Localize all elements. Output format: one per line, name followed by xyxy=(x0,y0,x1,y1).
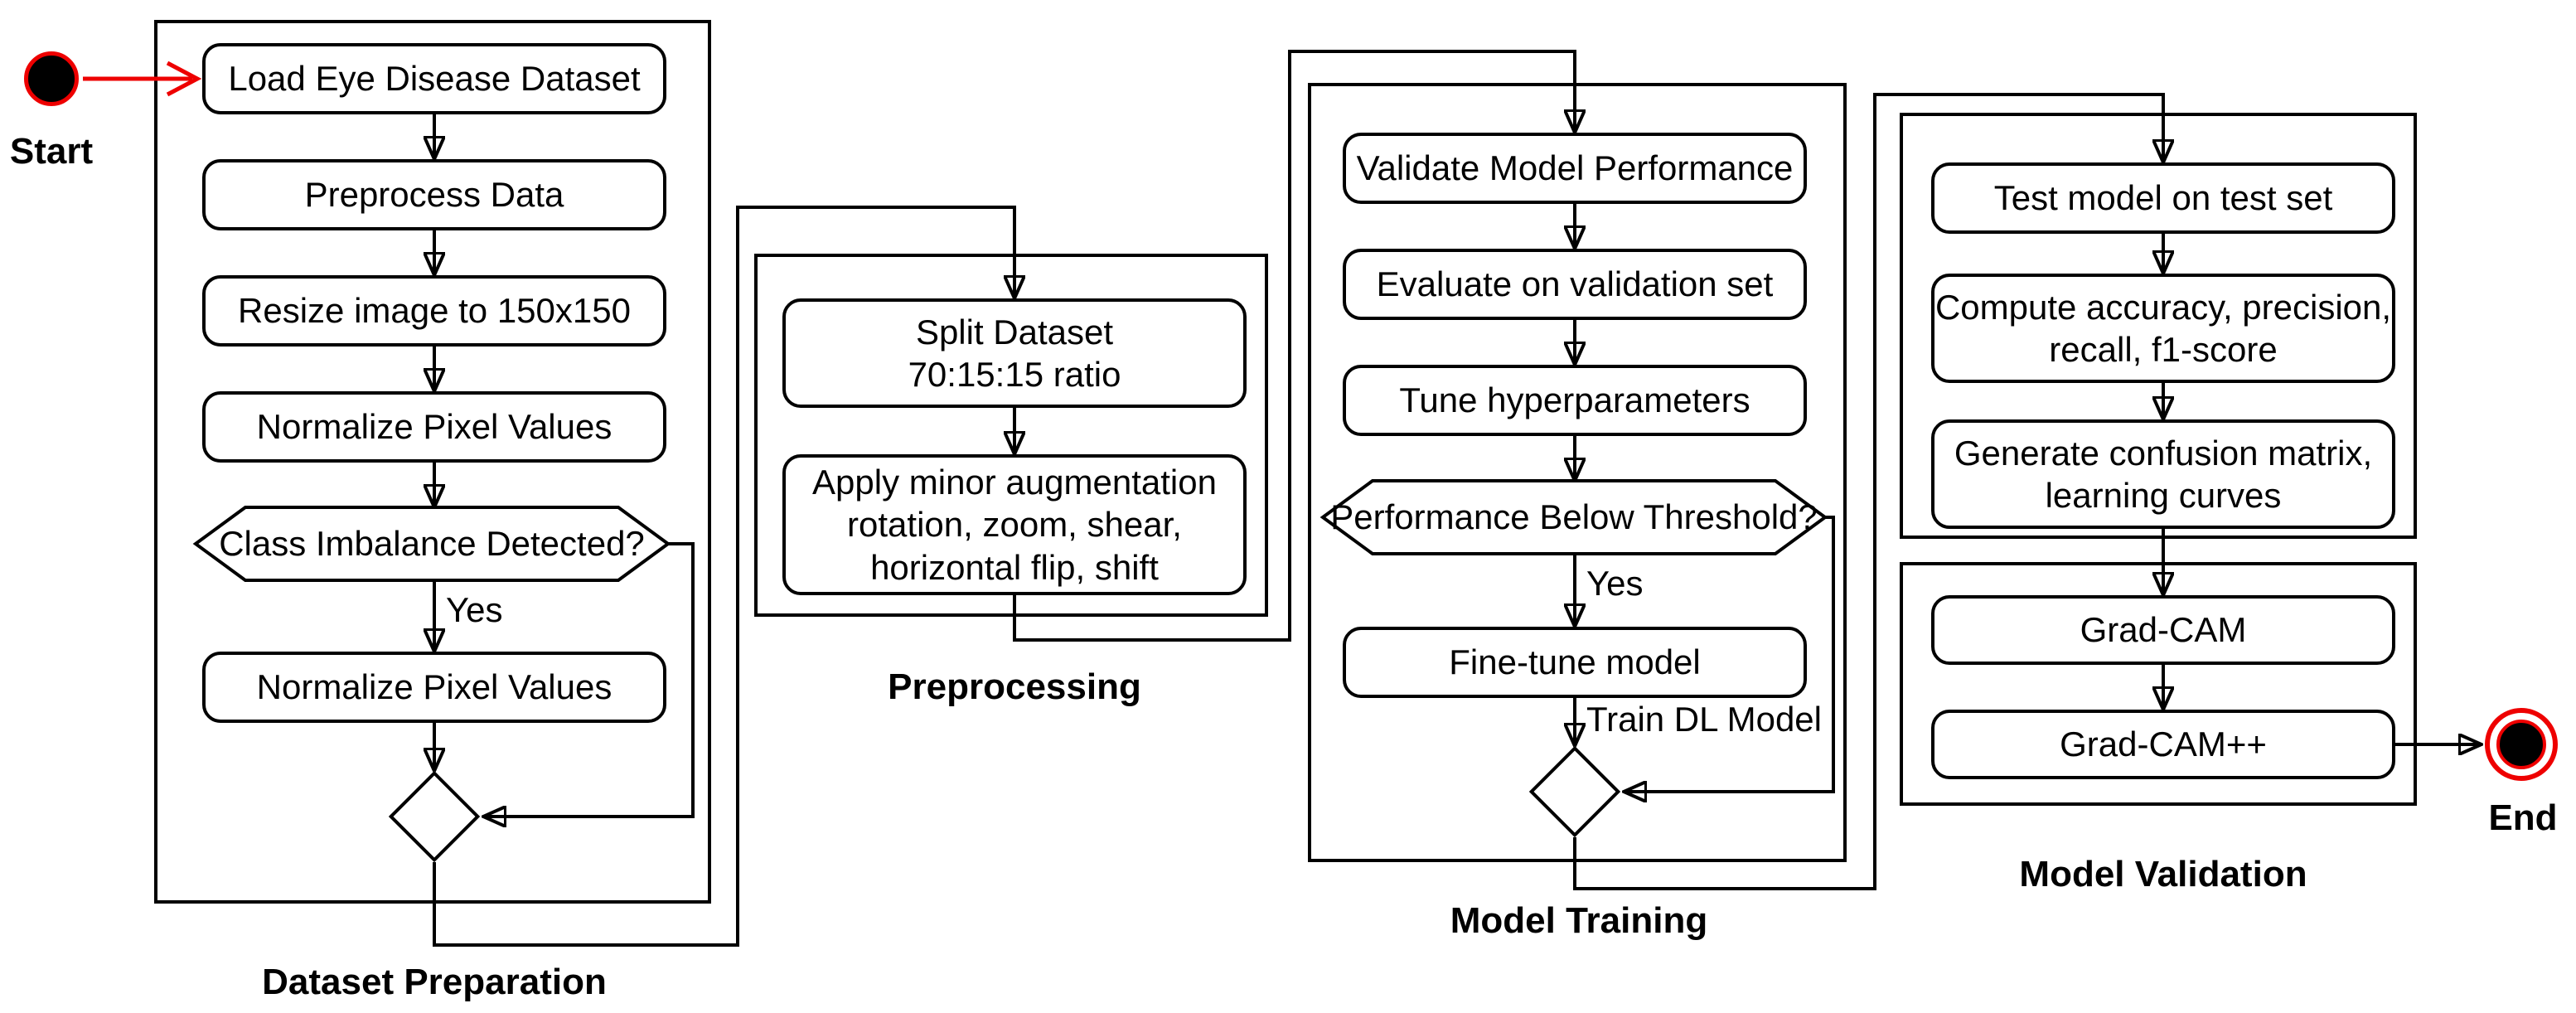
node-apply-augmentation: Apply minor augmentation rotation, zoom,… xyxy=(782,454,1247,595)
group-label-preprocessing: Preprocessing xyxy=(888,666,1141,707)
group-frame-model-training xyxy=(1308,83,1847,862)
hexagon-shape xyxy=(192,506,671,582)
node-split-dataset: Split Dataset 70:15:15 ratio xyxy=(782,298,1247,408)
node-load-eye-disease-dataset: Load Eye Disease Dataset xyxy=(202,43,666,114)
edge-imbalance-no-loop xyxy=(483,542,695,817)
node-preprocess-data: Preprocess Data xyxy=(202,159,666,230)
edge-merge-to-test xyxy=(1573,93,2163,890)
end-node-icon xyxy=(2496,720,2546,769)
group-label-model-validation: Model Validation xyxy=(2019,854,2307,894)
decision-label-class-imbalance: Class Imbalance Detected? xyxy=(219,524,645,563)
group-label-dataset-preparation: Dataset Preparation xyxy=(262,962,607,1002)
node-validate-model-performance: Validate Model Performance xyxy=(1343,133,1807,204)
decision-hexagon-performance-threshold xyxy=(1319,479,1828,555)
node-compute-metrics: Compute accuracy, precision, recall, f1-… xyxy=(1931,274,2395,383)
node-grad-cam: Grad-CAM xyxy=(1931,595,2395,665)
node-resize-image: Resize image to 150x150 xyxy=(202,275,666,347)
node-grad-cam-plus-plus: Grad-CAM++ xyxy=(1931,710,2395,779)
node-normalize-pixel-values-1: Normalize Pixel Values xyxy=(202,391,666,463)
group-frame-model-validation-upper xyxy=(1900,113,2417,539)
edge-threshold-no-loop xyxy=(1624,516,1835,792)
edge-merge-to-split xyxy=(433,206,1014,947)
node-generate-confusion-matrix: Generate confusion matrix, learning curv… xyxy=(1931,419,2395,529)
group-frame-preprocessing xyxy=(754,254,1268,617)
hexagon-shape xyxy=(1319,479,1828,555)
node-test-model: Test model on test set xyxy=(1931,162,2395,234)
node-fine-tune-model: Fine-tune model xyxy=(1343,627,1807,698)
group-frame-model-validation-lower xyxy=(1900,562,2417,806)
end-label: End xyxy=(2488,797,2558,838)
node-normalize-pixel-values-2: Normalize Pixel Values xyxy=(202,652,666,723)
node-evaluate-validation-set: Evaluate on validation set xyxy=(1343,249,1807,320)
start-node-icon xyxy=(24,51,79,106)
decision-hexagon-class-imbalance xyxy=(192,506,671,582)
group-label-model-training: Model Training xyxy=(1450,900,1708,941)
edge-augment-to-validate xyxy=(1013,50,1575,642)
node-tune-hyperparameters: Tune hyperparameters xyxy=(1343,365,1807,436)
start-arrowhead-icon xyxy=(166,61,202,97)
edge-label-yes-2: Yes xyxy=(1586,564,1644,603)
decision-label-performance-threshold: Performance Below Threshold? xyxy=(1330,497,1818,536)
edge-label-train-dl-model: Train DL Model xyxy=(1586,700,1822,739)
edge-label-yes-1: Yes xyxy=(446,590,503,629)
start-label: Start xyxy=(9,131,94,172)
